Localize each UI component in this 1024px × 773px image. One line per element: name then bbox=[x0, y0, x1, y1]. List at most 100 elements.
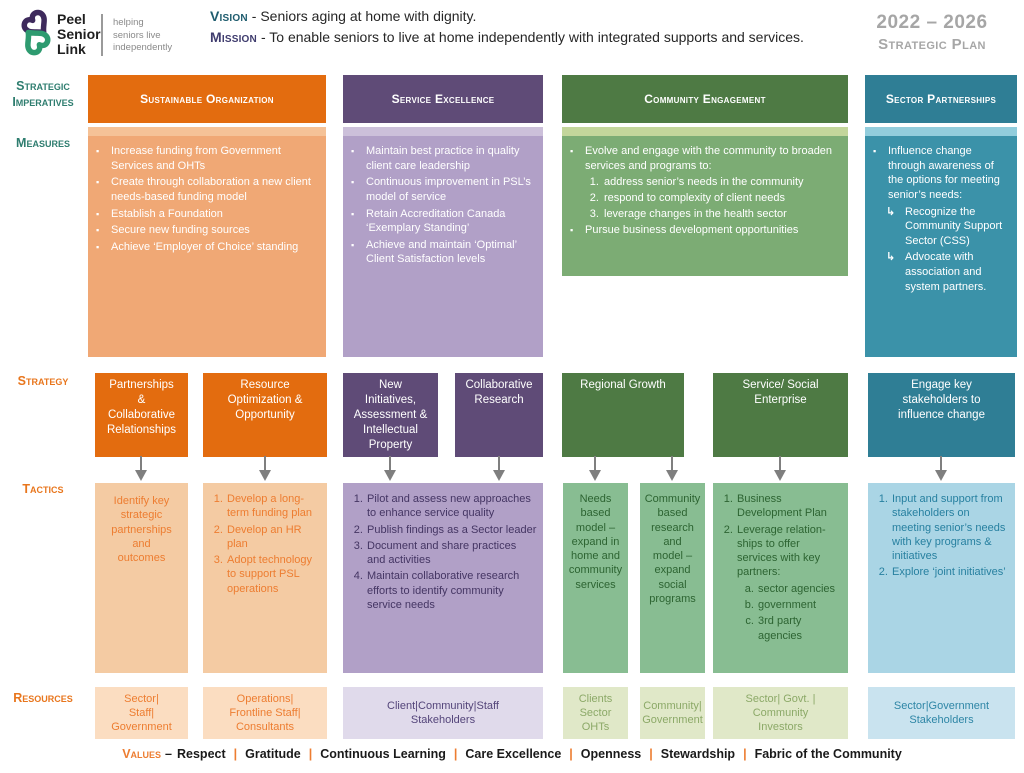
tactic-item: Input and support from stakeholders on m… bbox=[891, 492, 1009, 563]
plan-title: Strategic Plan bbox=[878, 36, 986, 53]
strategy-box-regional-growth: Regional Growth bbox=[562, 373, 684, 457]
value-item: Respect bbox=[177, 747, 226, 761]
measure-item: ▪Achieve and maintain ‘Optimal’ Client S… bbox=[351, 238, 517, 266]
down-arrow-icon bbox=[491, 456, 507, 482]
measure-item: ▪Establish a Foundation bbox=[96, 207, 223, 220]
values-separator: | bbox=[743, 747, 747, 761]
vision-statement: Vision- Seniors aging at home with digni… bbox=[210, 8, 476, 24]
row-label-resources: Resources bbox=[13, 691, 73, 705]
resources-box-client-community-staff: Client|Community|Staff Stakeholders bbox=[343, 687, 543, 739]
value-item: Openness bbox=[580, 747, 642, 761]
down-arrow-icon bbox=[664, 456, 680, 482]
value-item: Gratitude bbox=[245, 747, 301, 761]
tactics-box-service-excellence: Pilot and assess new approaches to enhan… bbox=[343, 483, 543, 673]
down-arrow-icon bbox=[933, 456, 949, 482]
peel-senior-link-logo-icon bbox=[21, 9, 51, 56]
bullet-icon: ▪ bbox=[96, 177, 100, 188]
tactic-item: Develop an HR plan bbox=[226, 523, 321, 552]
tactic-item: Publish findings as a Sector leader bbox=[366, 523, 537, 537]
values-separator: | bbox=[233, 747, 238, 761]
measure-numbered-list: address senior’s needs in the community … bbox=[580, 175, 839, 221]
measure-item: ▪Maintain best practice in quality clien… bbox=[351, 145, 520, 172]
tactics-box-service-social-enterprise: Business Development Plan Leverage relat… bbox=[713, 483, 848, 673]
row-label-tactics: Tactics bbox=[22, 482, 64, 496]
pillar-header-sector-partnerships: Sector Partnerships bbox=[865, 75, 1017, 123]
tactic-item: Develop a long-term funding plan bbox=[226, 492, 321, 521]
measure-item: ▪Create through collaboration a new clie… bbox=[96, 176, 311, 203]
measure-subitem: respond to complexity of client needs bbox=[602, 191, 839, 206]
accent-band bbox=[562, 127, 848, 136]
vision-label: Vision bbox=[210, 8, 248, 24]
tactic-item: Adopt technology to support PSL operatio… bbox=[226, 553, 321, 596]
row-label-strategy: Strategy bbox=[17, 374, 69, 388]
strategy-box-engage-key-stakeholders: Engage key stakeholders to influence cha… bbox=[868, 373, 1015, 457]
values-label: Values bbox=[122, 747, 162, 761]
bullet-icon: ▪ bbox=[570, 225, 574, 236]
resources-box-sector-government-stakeholders: Sector|Government Stakeholders bbox=[868, 687, 1015, 739]
mission-statement: Mission- To enable seniors to live at ho… bbox=[210, 29, 804, 45]
measure-item: ▪Influence change through awareness of t… bbox=[873, 145, 1000, 201]
mission-label: Mission bbox=[210, 29, 257, 45]
bullet-icon: ▪ bbox=[96, 208, 100, 219]
measure-item: ▪Secure new funding sources bbox=[96, 224, 250, 237]
measure-item: ▪Continuous improvement in PSL’s model o… bbox=[351, 176, 531, 203]
pillar-header-sustainable-organization: Sustainable Organization bbox=[88, 75, 326, 123]
hook-arrow-icon: ↳ bbox=[886, 205, 896, 218]
strategy-box-service-social-enterprise: Service/ Social Enterprise bbox=[713, 373, 848, 457]
logo-wordmark: Peel Senior Link bbox=[57, 11, 101, 57]
tactics-sublist: sector agencies government 3rd party age… bbox=[737, 582, 842, 643]
hook-arrow-icon: ↳ bbox=[886, 251, 896, 264]
measures-panel-service-excellence: ▪Maintain best practice in quality clien… bbox=[343, 136, 543, 357]
tactic-subitem: government bbox=[757, 598, 842, 612]
bullet-icon: ▪ bbox=[96, 241, 100, 252]
measure-item: ▪Retain Accreditation Canada ‘Exemplary … bbox=[351, 207, 506, 235]
tactic-item: Document and share practices and activit… bbox=[366, 539, 537, 568]
tactic-item: Leverage relation-ships to offer service… bbox=[736, 523, 842, 643]
measures-panel-sector-partnerships: ▪Influence change through awareness of t… bbox=[865, 136, 1017, 357]
measure-arrow-item: ↳Recognize the Community Support Sector … bbox=[886, 205, 1003, 247]
strategy-box-resource-optimization-opportunity: Resource Optimization & Opportunity bbox=[203, 373, 327, 457]
down-arrow-icon bbox=[257, 456, 273, 482]
measures-panel-community-engagement: ▪Evolve and engage with the community to… bbox=[562, 136, 848, 276]
tactics-box-partnerships: Identify key strategic partnerships and … bbox=[95, 483, 188, 673]
measure-item: ▪Achieve ‘Employer of Choice’ standing bbox=[96, 240, 299, 253]
values-separator: | bbox=[649, 747, 653, 761]
tactics-box-needs-based-model: Needs based model – expand in home and c… bbox=[563, 483, 628, 673]
down-arrow-icon bbox=[382, 456, 398, 482]
tactics-list: Develop a long-term funding plan Develop… bbox=[209, 492, 321, 596]
tactic-subitem: sector agencies bbox=[757, 582, 842, 596]
tactic-item: Explore ‘joint initiatives’ bbox=[891, 565, 1009, 579]
strategy-box-collaborative-research: Collaborative Research bbox=[455, 373, 543, 457]
accent-band bbox=[88, 127, 326, 136]
bullet-icon: ▪ bbox=[96, 225, 100, 236]
tactic-item: Business Development Plan bbox=[736, 492, 842, 521]
value-item: Care Excellence bbox=[465, 747, 562, 761]
plan-badge: 2022 – 2026 Strategic Plan bbox=[846, 12, 1018, 53]
resources-box-sector-staff-government: Sector| Staff| Government bbox=[95, 687, 188, 739]
measure-item: ▪Pursue business development opportuniti… bbox=[570, 224, 799, 237]
tactic-subitem: 3rd party agencies bbox=[757, 614, 842, 643]
values-bar: Values–Respect | Gratitude | Continuous Lear… bbox=[0, 747, 1024, 761]
tactics-list: Pilot and assess new approaches to enhan… bbox=[349, 492, 537, 612]
tactics-list: Business Development Plan Leverage relat… bbox=[719, 492, 842, 643]
pillar-header-community-engagement: Community Engagement bbox=[562, 75, 848, 123]
values-separator: | bbox=[453, 747, 458, 761]
logo-tagline: helping seniors live independently bbox=[113, 17, 173, 53]
measure-item: ▪Evolve and engage with the community to… bbox=[570, 145, 833, 172]
bullet-icon: ▪ bbox=[351, 239, 355, 250]
measures-panel-sustainable-organization: ▪Increase funding from Government Servic… bbox=[88, 136, 326, 357]
value-item: Fabric of the Community bbox=[754, 747, 902, 761]
tactics-box-sector-partnerships: Input and support from stakeholders on m… bbox=[868, 483, 1015, 673]
values-dash: – bbox=[165, 747, 172, 761]
bullet-icon: ▪ bbox=[351, 146, 355, 156]
tactic-item: Maintain collaborative research efforts … bbox=[366, 569, 537, 612]
accent-band bbox=[343, 127, 543, 136]
bullet-icon: ▪ bbox=[873, 146, 877, 156]
bullet-icon: ▪ bbox=[570, 146, 574, 156]
resources-box-community-government: Community| Government bbox=[640, 687, 705, 739]
bullet-icon: ▪ bbox=[96, 146, 100, 156]
value-item: Continuous Learning bbox=[320, 747, 446, 761]
values-separator: | bbox=[569, 747, 573, 761]
vision-text: - Seniors aging at home with dignity. bbox=[251, 8, 477, 24]
